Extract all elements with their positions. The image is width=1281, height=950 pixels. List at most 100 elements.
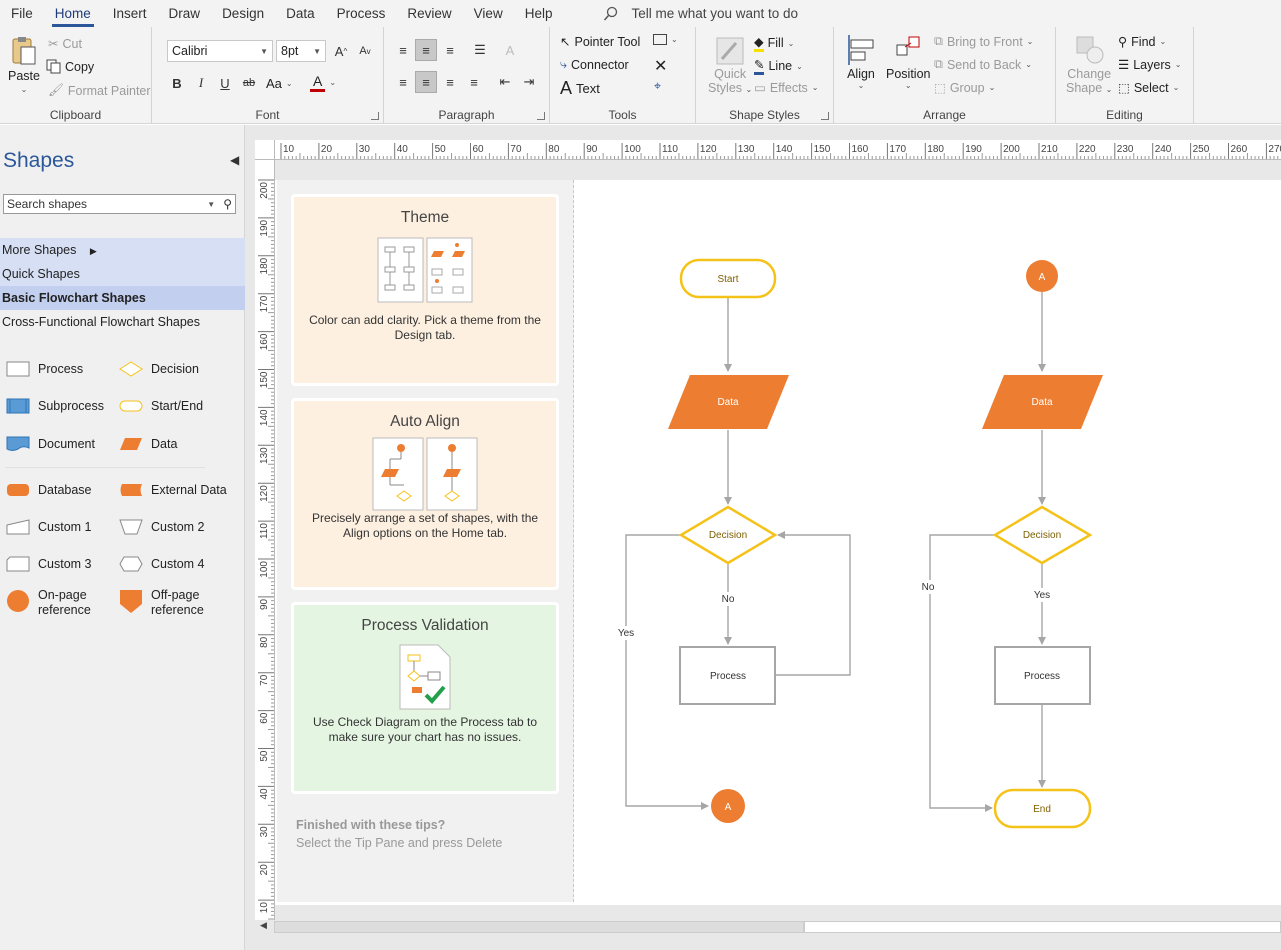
italic-button[interactable]: I xyxy=(198,75,204,90)
right-process-shape[interactable] xyxy=(994,646,1091,705)
cross-functional-item[interactable]: Cross-Functional Flowchart Shapes xyxy=(2,315,200,329)
paste-button[interactable]: Paste ⌄ xyxy=(8,35,40,94)
change-case-button[interactable]: Aa⌄ xyxy=(266,76,293,91)
shape-custom1[interactable]: Custom 1 xyxy=(6,519,92,535)
bold-button[interactable]: B xyxy=(172,75,182,91)
right-onpage-ref[interactable] xyxy=(1026,260,1058,292)
bring-to-front-button[interactable]: ⧉Bring to Front⌄ xyxy=(934,34,1033,49)
more-shapes-item[interactable]: More Shapes ▶ xyxy=(0,238,245,262)
horizontal-scrollbar[interactable]: ◀ xyxy=(258,920,1281,934)
left-data-shape[interactable] xyxy=(668,375,789,429)
right-data-shape[interactable] xyxy=(982,375,1103,429)
font-size-select[interactable]: 8pt▼ xyxy=(276,40,326,62)
menu-review[interactable]: Review xyxy=(407,6,452,21)
shape-subprocess[interactable]: Subprocess xyxy=(6,398,104,414)
scrollbar-thumb[interactable] xyxy=(274,921,804,933)
scroll-left-icon[interactable]: ◀ xyxy=(260,920,267,930)
start-end-shape-icon xyxy=(119,400,143,412)
rectangle-tool-button[interactable]: ⌄ xyxy=(653,34,678,45)
paragraph-dialog-launcher[interactable] xyxy=(537,112,545,120)
position-button[interactable]: Position ⌄ xyxy=(886,33,930,90)
delete-connector-button[interactable]: ✕ xyxy=(654,56,667,76)
font-dialog-launcher[interactable] xyxy=(371,112,379,120)
align-shapes-button[interactable]: Align ⌄ xyxy=(846,33,876,90)
increase-indent-button[interactable]: ⇥ xyxy=(523,74,535,89)
group-button[interactable]: ⬚Group⌄ xyxy=(934,80,995,96)
quick-styles-button[interactable]: Quick Styles ⌄ xyxy=(708,35,752,95)
grow-font-button[interactable]: A^ xyxy=(330,40,352,62)
end-shape[interactable] xyxy=(993,788,1092,829)
justify-button[interactable]: ≡ xyxy=(470,74,478,90)
connector-button[interactable]: ⤷Connector xyxy=(560,57,629,72)
right-decision-shape[interactable] xyxy=(992,505,1093,565)
connector-decision-yes[interactable] xyxy=(625,534,709,810)
quick-shapes-item[interactable]: Quick Shapes xyxy=(0,262,245,286)
bullets-button[interactable]: ☰ xyxy=(474,42,486,57)
connector-process-loop[interactable] xyxy=(776,531,851,676)
shape-process[interactable]: Process xyxy=(6,361,83,377)
menu-file[interactable]: File xyxy=(11,6,33,21)
menu-process[interactable]: Process xyxy=(336,6,386,21)
shape-custom2[interactable]: Custom 2 xyxy=(119,519,205,535)
copy-button[interactable]: Copy xyxy=(46,59,94,74)
shape-decision[interactable]: Decision xyxy=(119,361,199,377)
decrease-indent-button[interactable]: ⇤ xyxy=(499,74,511,89)
chevron-down-icon[interactable]: ▼ xyxy=(207,199,216,209)
shape-styles-dialog-launcher[interactable] xyxy=(821,112,829,120)
menu-draw[interactable]: Draw xyxy=(168,6,201,21)
select-button[interactable]: ⬚Select⌄ xyxy=(1118,80,1179,96)
fill-button[interactable]: ◆Fill⌄ xyxy=(754,34,794,52)
ruler-top-label: 140 xyxy=(776,144,793,155)
line-button[interactable]: ✎Line⌄ xyxy=(754,57,803,75)
search-icon[interactable]: ⚲ xyxy=(223,197,232,211)
align-center-button[interactable]: ≡ xyxy=(415,71,437,93)
collapse-pane-icon[interactable]: ◀ xyxy=(230,153,240,167)
font-family-select[interactable]: Calibri▼ xyxy=(167,40,273,62)
underline-button[interactable]: U xyxy=(220,75,230,91)
basic-flowchart-item[interactable]: Basic Flowchart Shapes xyxy=(0,286,245,310)
shape-custom3[interactable]: Custom 3 xyxy=(6,556,92,572)
left-decision-shape[interactable] xyxy=(678,505,778,565)
cut-button[interactable]: ✂Cut xyxy=(48,36,82,52)
menu-view[interactable]: View xyxy=(473,6,503,21)
left-onpage-ref[interactable] xyxy=(711,789,745,823)
tell-me-box[interactable]: Tell me what you want to do xyxy=(603,6,798,22)
font-color-button[interactable]: A⌄ xyxy=(310,73,336,92)
scrollbar-track[interactable] xyxy=(804,921,1281,933)
start-shape[interactable] xyxy=(679,258,777,299)
find-button[interactable]: ⚲Find⌄ xyxy=(1118,34,1166,50)
effects-button[interactable]: ▭Effects⌄ xyxy=(754,80,819,96)
align-top-button[interactable]: ≡ xyxy=(399,42,407,58)
shape-document[interactable]: Document xyxy=(6,436,95,452)
tip-pane[interactable]: Theme Color can add clarity. Pick a them… xyxy=(277,180,574,902)
shape-database[interactable]: Database xyxy=(6,482,92,498)
layers-button[interactable]: ☰Layers⌄ xyxy=(1118,57,1181,73)
align-left-button[interactable]: ≡ xyxy=(399,74,407,90)
menu-insert[interactable]: Insert xyxy=(112,6,147,21)
align-right-button[interactable]: ≡ xyxy=(446,74,454,90)
menu-data[interactable]: Data xyxy=(286,6,315,21)
shape-data[interactable]: Data xyxy=(119,436,177,452)
text-direction-icon[interactable]: A xyxy=(505,42,515,58)
shape-external-data[interactable]: External Data xyxy=(119,482,227,498)
menu-design[interactable]: Design xyxy=(222,6,265,21)
connection-point-button[interactable]: ⌖ xyxy=(654,79,661,94)
align-middle-button[interactable]: ≡ xyxy=(415,39,437,61)
search-shapes-input[interactable]: Search shapes ▼⚲ xyxy=(3,194,236,214)
menu-help[interactable]: Help xyxy=(524,6,553,21)
left-process-shape[interactable] xyxy=(679,646,776,705)
connector-decision-no-right[interactable] xyxy=(929,534,995,812)
format-painter-button[interactable]: 🖌Format Painter xyxy=(48,83,151,98)
strikethrough-button[interactable]: ab xyxy=(242,77,256,89)
menu-home[interactable]: Home xyxy=(44,0,102,27)
pointer-tool-button[interactable]: ↖Pointer Tool xyxy=(560,34,640,50)
shape-start-end[interactable]: Start/End xyxy=(119,398,203,414)
change-shape-button[interactable]: Change Shape ⌄ xyxy=(1066,33,1112,95)
shape-custom4[interactable]: Custom 4 xyxy=(119,556,205,572)
align-bottom-button[interactable]: ≡ xyxy=(446,42,454,58)
send-to-back-button[interactable]: ⧉Send to Back⌄ xyxy=(934,57,1032,72)
